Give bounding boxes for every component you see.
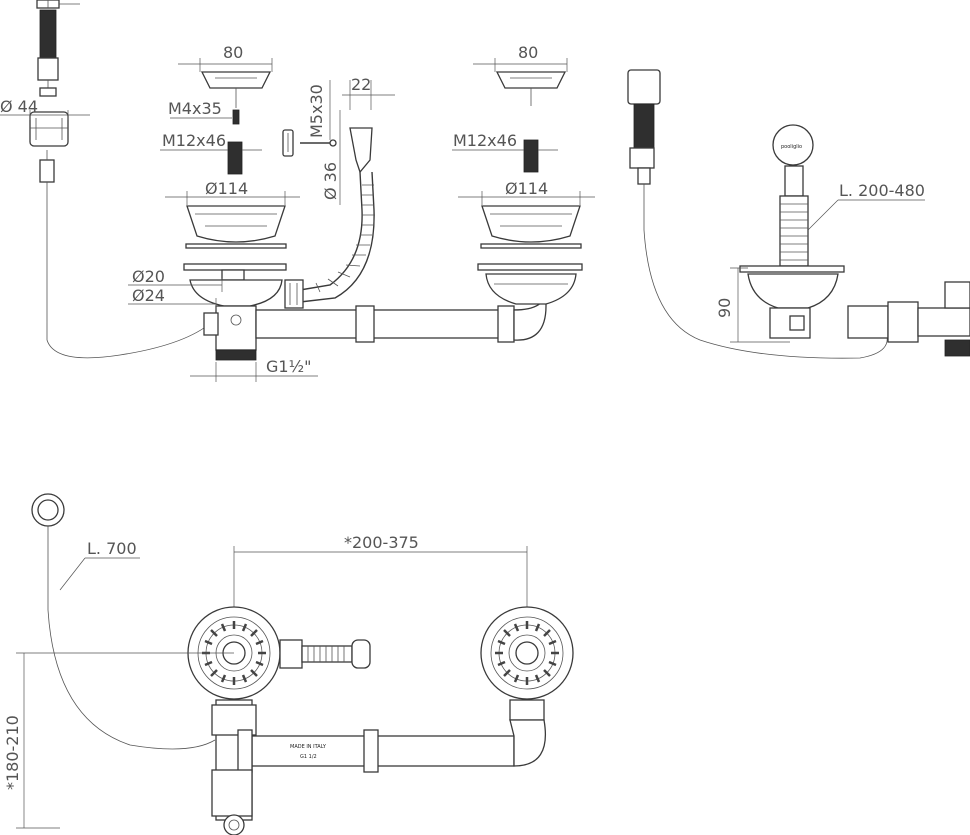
dimension-d36: Ø 36	[321, 110, 341, 205]
assembled-drain-left	[183, 263, 304, 361]
pull-cable	[47, 526, 216, 750]
overflow-cover-group	[282, 129, 337, 157]
label-22: 22	[351, 75, 371, 94]
label-m5x30: M5x30	[307, 84, 326, 138]
dimension-d20-d24: Ø20 Ø24	[128, 267, 223, 310]
label-group-m4x35: M4x35	[168, 99, 232, 119]
label-m4x35: M4x35	[168, 99, 222, 118]
label-d114-right: Ø114	[505, 179, 548, 198]
label-g1half: G1½"	[266, 357, 311, 376]
bowden-cable-left	[46, 195, 213, 359]
cable-connector-left	[39, 150, 55, 195]
label-m12x46-left: M12x46	[162, 131, 226, 150]
bowden-cable-right	[643, 184, 888, 359]
basket-right	[480, 205, 582, 249]
label-d114-left: Ø114	[205, 179, 248, 198]
plan-strainer-right	[480, 606, 574, 700]
dimension-80-left: 80	[178, 43, 273, 72]
dimension-200-375: *200-375	[233, 533, 528, 612]
dimension-d114-left: Ø114	[165, 179, 300, 205]
leader-l200-480: L. 200-480	[807, 181, 925, 231]
screw-m12x46-right: M12x46	[452, 131, 558, 173]
pull-ring	[31, 493, 65, 527]
assembled-drain-lever	[739, 265, 970, 357]
basket-left	[186, 205, 286, 243]
label-m12x46-right: M12x46	[453, 131, 517, 150]
strainer-basket-left	[200, 71, 272, 125]
label-l700: L. 700	[87, 539, 137, 558]
popup-control-knob	[36, 0, 80, 97]
dimension-80-right: 80	[473, 43, 568, 72]
dimension-g1half: G1½"	[190, 357, 318, 382]
dimension-22: 22	[342, 75, 395, 110]
connecting-pipe-top	[255, 289, 547, 343]
overflow-hose	[299, 127, 375, 303]
plan-overflow-connector	[279, 639, 371, 669]
dimension-d44: Ø 44	[0, 97, 90, 120]
label-90: 90	[715, 298, 734, 318]
label-180-210: *180-210	[3, 715, 22, 790]
label-80-right: 80	[518, 43, 538, 62]
screw-m12x46-left: M12x46	[160, 131, 262, 175]
label-l200-480: L. 200-480	[839, 181, 925, 200]
dimension-d114-right: Ø114	[458, 179, 595, 205]
label-d24: Ø24	[132, 286, 165, 305]
label-d44: Ø 44	[0, 97, 38, 116]
assembled-drain-right	[477, 263, 583, 305]
dimension-m5x30: M5x30	[307, 80, 331, 140]
label-200-375: *200-375	[344, 533, 419, 552]
label-d36: Ø 36	[321, 162, 340, 200]
gasket-left	[185, 243, 287, 249]
popup-nut	[29, 111, 69, 147]
lever-handle: pooliglio	[772, 124, 814, 267]
dimension-90: 90	[715, 267, 790, 343]
plan-pipework: MADE IN ITALY G1 1/2	[211, 699, 546, 835]
leader-l700: L. 700	[59, 539, 140, 591]
dimension-180-210: *180-210	[3, 652, 234, 829]
svg-text:G1 1/2: G1 1/2	[300, 754, 317, 760]
svg-text:MADE IN ITALY: MADE IN ITALY	[290, 744, 327, 750]
label-80-left: 80	[223, 43, 243, 62]
label-d20: Ø20	[132, 267, 165, 286]
strainer-basket-right	[495, 71, 567, 106]
svg-text:pooliglio: pooliglio	[781, 144, 802, 150]
lever-knob-right	[627, 69, 661, 185]
